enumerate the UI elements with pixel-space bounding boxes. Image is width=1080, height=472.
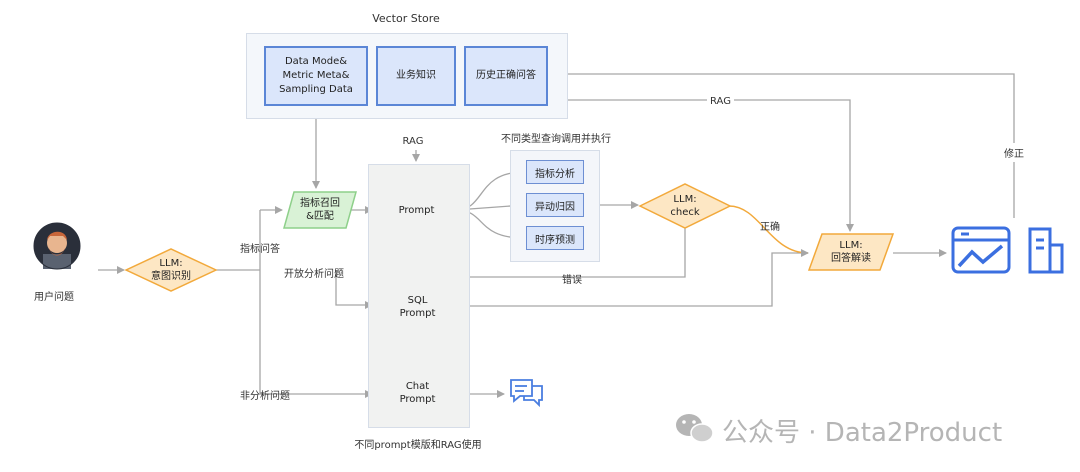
rag-label-top: RAG [402,136,424,147]
edge-sql-answer [458,252,808,307]
prompt-label: Prompt [398,204,435,216]
answer-parallelogram [807,233,895,271]
recall-parallelogram [283,191,357,229]
prompt-template-panel [368,164,470,428]
check-correct-label: 正确 [760,222,780,233]
edge-open-sql [335,270,373,309]
vector-item-data-model: Data Mode& Metric Meta& Sampling Data [264,46,368,106]
edge-check-correct [728,205,809,257]
query-panel-title: 不同类型查询调用并执行 [501,134,611,145]
query-item-label: 异动归因 [535,201,575,213]
answer-label: LLM: 回答解读 [831,240,871,264]
document-icon [1028,227,1064,274]
edge-vs-answer [566,99,854,232]
prompt-panel-caption: 不同prompt模版和RAG使用 [354,440,482,451]
query-item-label: 指标分析 [535,168,575,180]
fix-label: 修正 [1004,143,1024,162]
branch-metric-label: 指标问答 [240,244,280,255]
sql-prompt-label: SQL Prompt [399,295,436,319]
vector-item-history-qa: 历史正确问答 [464,46,548,106]
vector-item-business-knowledge: 业务知识 [376,46,456,106]
check-diamond [638,183,732,229]
chat-prompt-label: Chat Prompt [399,381,436,405]
vector-store-title: Vector Store [372,12,440,25]
vector-item-label: 业务知识 [396,70,436,81]
user-question-label: 用户问题 [34,292,74,303]
query-item-label: 时序预测 [535,234,575,246]
edge-fix-loop [545,70,1015,218]
query-time-series-forecast: 时序预测 [526,226,584,250]
wechat-icon [676,414,714,443]
branch-open-label: 开放分析问题 [284,269,344,280]
avatar [33,222,81,270]
intent-diamond [124,248,218,292]
check-label: LLM: check [670,194,700,218]
chat-bubble-icon [510,379,543,408]
vector-item-label: Data Mode& Metric Meta& Sampling Data [279,56,353,95]
vector-item-label: 历史正确问答 [476,70,536,81]
recall-label: 指标召回 &匹配 [300,198,340,222]
answer-rag-label: RAG [707,96,734,107]
intent-label: LLM: 意图识别 [151,258,191,282]
branch-other-label: 非分析问题 [240,391,290,402]
watermark: 公众号 · Data2Product [722,418,1003,448]
query-metric-analysis: 指标分析 [526,160,584,184]
query-anomaly-attribution: 异动归因 [526,193,584,217]
dashboard-chart-icon [951,226,1011,274]
check-wrong-label: 错误 [562,275,582,286]
